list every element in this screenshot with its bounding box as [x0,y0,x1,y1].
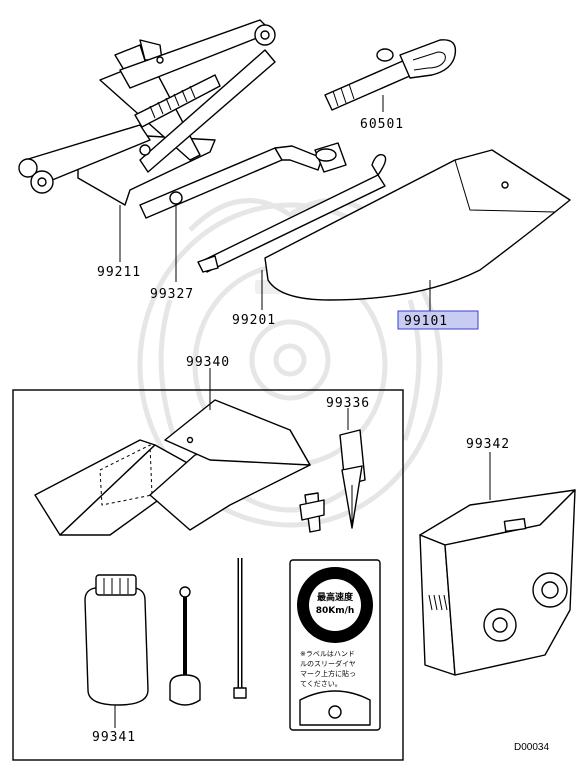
valve-tool-illustration [299,429,366,533]
diagram-code: D00034 [514,742,549,753]
callout-jack[interactable]: 99211 [97,265,141,280]
sign-note-line: てください。 [300,680,342,688]
callout-repair-kit[interactable]: 99340 [186,355,230,370]
speed-limit-sign-illustration: 最高速度 80Km/h ※ラベルはハンド ルのスリーダイヤ マーク上方に貼っ て… [289,559,381,731]
towing-hook-illustration [324,39,457,111]
leader-lines [114,95,491,728]
callout-tool-bag[interactable]: 99101 [404,314,448,329]
callout-wrench-bar[interactable]: 99201 [232,313,276,328]
callout-highlight [397,310,479,330]
sign-note-line: マーク上方に貼っ [300,669,356,678]
inflator-tool-illustration [169,558,247,706]
callout-valve-tool[interactable]: 99336 [326,396,370,411]
tool-bag-illustration [264,149,571,301]
repair-kit-frame [12,389,404,761]
sign-speed-label: 最高速度 [317,591,354,603]
kit-pouch-illustration [34,399,311,536]
wrench-bar-illustration [197,154,387,273]
callout-towing-hook[interactable]: 60501 [360,117,404,132]
scissor-jack-illustration [18,19,276,206]
sign-note-line: ※ラベルはハンド [300,650,355,658]
sign-note-line: ルのスリーダイヤ [300,659,356,668]
jack-handle-illustration [139,142,347,219]
sealant-bottle-illustration [84,574,149,706]
sign-speed-value: 80Km/h [316,606,355,616]
callout-sealant[interactable]: 99341 [92,730,136,745]
air-compressor-illustration [419,489,576,676]
callout-jack-handle[interactable]: 99327 [150,287,194,302]
callout-compressor[interactable]: 99342 [466,437,510,452]
